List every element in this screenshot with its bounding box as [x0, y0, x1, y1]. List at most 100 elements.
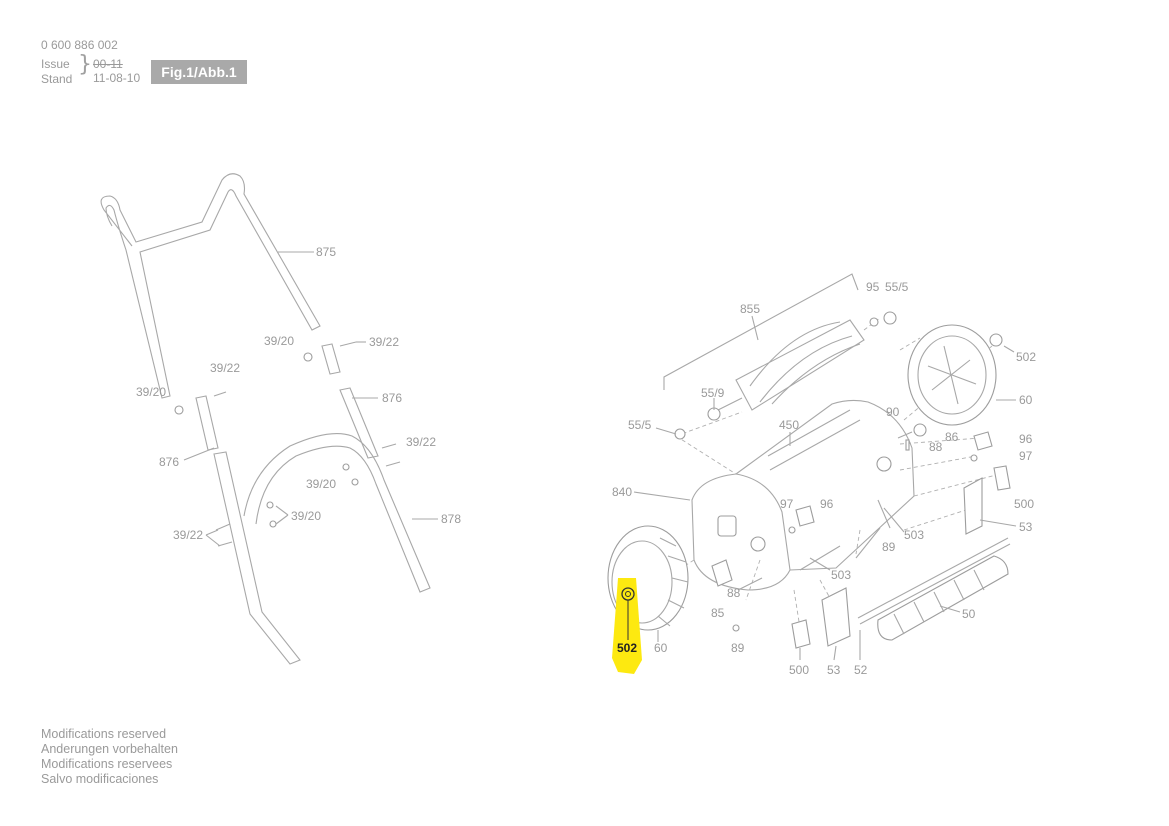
callout-labels: 875 39/20 39/22 39/22 39/20 876 39/22 87… — [136, 245, 1036, 677]
wheel-right-spokes — [927, 345, 977, 405]
callout-39-20: 39/20 — [264, 334, 294, 348]
callout-53: 53 — [1019, 520, 1033, 534]
washer-95-icon — [869, 317, 879, 327]
leader-53b — [833, 645, 837, 661]
footer-notes: Modifications reserved Anderungen vorbeh… — [41, 727, 178, 787]
footer-line: Modifications reserved — [41, 727, 167, 741]
roller-50 — [877, 555, 1009, 641]
housing-boss — [717, 515, 737, 537]
highlight-marker — [612, 578, 642, 674]
part-number: 0 600 886 002 — [41, 38, 118, 52]
reel-cylinder — [735, 319, 865, 411]
callout-39-22: 39/22 — [173, 528, 203, 542]
pin-88b-icon — [737, 577, 763, 591]
callout-95: 95 — [866, 280, 880, 294]
leader-503a — [883, 507, 905, 533]
bolt-89-icon — [855, 527, 881, 559]
bottom-handle-frame — [243, 433, 431, 593]
callout-88: 88 — [727, 586, 741, 600]
pin-88-icon — [905, 439, 910, 451]
callout-55-5: 55/5 — [885, 280, 909, 294]
washer-97b-icon — [788, 526, 796, 534]
leader-3922d2 — [205, 534, 221, 547]
callout-855: 855 — [740, 302, 760, 316]
leader-3920b — [275, 505, 289, 516]
mower-assembly — [607, 273, 1017, 674]
screw-icon — [339, 341, 357, 347]
callout-503: 503 — [904, 528, 924, 542]
pin-90-icon — [897, 431, 913, 439]
wheel-left-inner — [611, 540, 673, 624]
callout-39-20: 39/20 — [136, 385, 166, 399]
callout-89: 89 — [882, 540, 896, 554]
bar-503-icon — [799, 545, 841, 571]
callout-876: 876 — [382, 391, 402, 405]
housing-panel — [767, 409, 861, 471]
callout-39-20: 39/20 — [306, 477, 336, 491]
callout-97: 97 — [1019, 449, 1033, 463]
callout-52: 52 — [854, 663, 868, 677]
leader-53a — [979, 519, 1017, 527]
leader-502a — [1003, 345, 1015, 353]
gear-86-icon — [913, 423, 927, 437]
callout-60: 60 — [654, 641, 668, 655]
gear-85-icon — [711, 559, 733, 587]
shaft-52-b — [859, 543, 1011, 625]
callout-96: 96 — [820, 497, 834, 511]
leader-3920b2 — [275, 514, 289, 525]
bottom-handle — [213, 451, 301, 665]
issue-label: Issue — [41, 57, 70, 71]
leader-840 — [633, 491, 691, 501]
nut-icon — [303, 352, 313, 362]
bar-503b-icon — [877, 499, 891, 529]
bracket-53-icon — [963, 477, 983, 535]
knob-96b-icon — [795, 505, 815, 527]
lower-tube-right-2 — [339, 387, 379, 459]
handle-assembly — [100, 173, 438, 665]
callout-96: 96 — [1019, 432, 1033, 446]
leader-503b — [809, 557, 831, 571]
callout-60: 60 — [1019, 393, 1033, 407]
wheel-left-tread — [657, 537, 689, 627]
screw-icon — [385, 461, 401, 467]
nut-icon — [269, 520, 277, 528]
housing-body — [735, 399, 915, 571]
callout-500: 500 — [1014, 497, 1034, 511]
callout-876: 876 — [159, 455, 179, 469]
bearing-55-5-icon — [883, 311, 897, 325]
washer-89b-icon — [732, 624, 740, 632]
callout-53: 53 — [827, 663, 841, 677]
cap-502-icon — [989, 333, 1003, 347]
callout-97: 97 — [780, 497, 794, 511]
bracket-53b-icon — [821, 587, 851, 647]
stand-label: Stand — [41, 72, 73, 86]
screw-icon — [215, 523, 231, 531]
upper-handle — [100, 173, 321, 399]
callout-503: 503 — [831, 568, 851, 582]
stand-date: 11-08-10 — [93, 71, 141, 85]
callout-39-22: 39/22 — [210, 361, 240, 375]
leader-55-5a — [655, 427, 677, 435]
callout-500: 500 — [789, 663, 809, 677]
callout-450: 450 — [779, 418, 799, 432]
callout-90: 90 — [886, 405, 900, 419]
screw-icon — [213, 391, 227, 397]
wheel-right-inner — [917, 335, 987, 415]
callout-86: 86 — [945, 430, 959, 444]
nut-icon — [266, 501, 274, 509]
callout-89: 89 — [731, 641, 745, 655]
callout-878: 878 — [441, 512, 461, 526]
housing-bearing — [750, 536, 766, 552]
callout-39-22: 39/22 — [406, 435, 436, 449]
lower-tube-left — [195, 395, 219, 451]
callout-39-22: 39/22 — [369, 335, 399, 349]
screw-icon — [381, 443, 397, 449]
roller-50-ribs — [893, 569, 985, 635]
figure-badge: Fig.1/Abb.1 — [151, 60, 247, 84]
callout-875: 875 — [316, 245, 336, 259]
reel-bracket-outline — [663, 273, 859, 390]
old-issue-date: 00-11 — [93, 57, 123, 71]
knob-96-icon — [973, 431, 993, 451]
nut-icon — [174, 405, 184, 415]
clip-500b-icon — [791, 619, 811, 649]
